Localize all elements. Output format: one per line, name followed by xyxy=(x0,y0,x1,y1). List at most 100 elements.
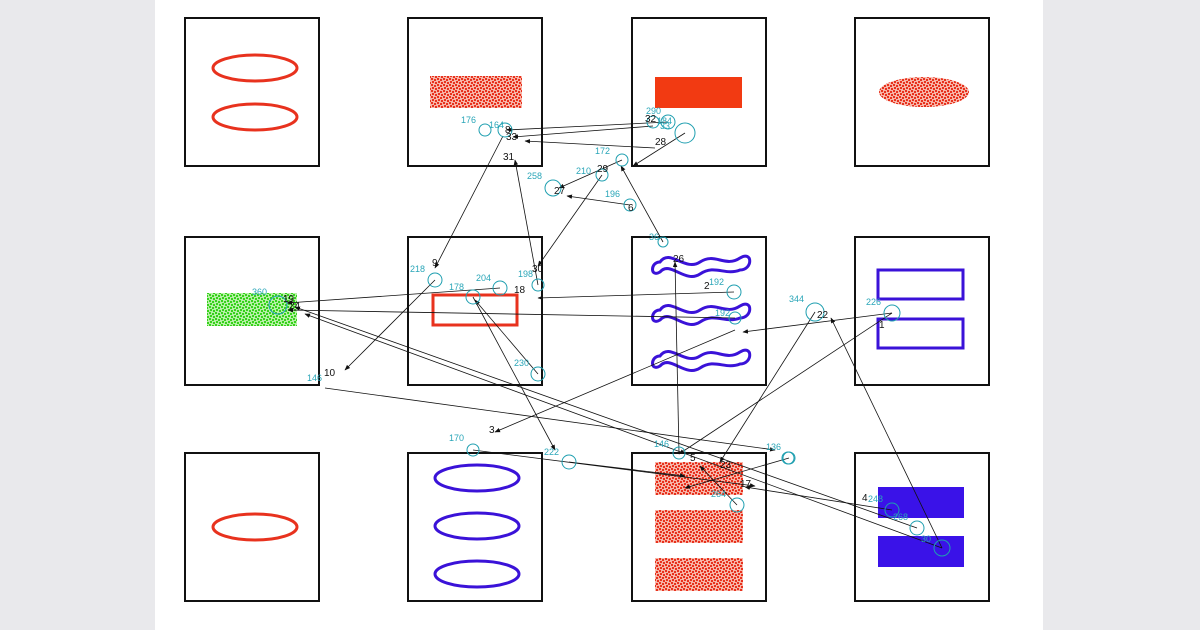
fixation-circle xyxy=(531,278,545,292)
saccade-arrow xyxy=(719,311,816,463)
red-rectangle-outline xyxy=(431,293,519,327)
red-textured-rectangle xyxy=(655,558,743,591)
blue-ellipse-outline xyxy=(433,559,521,589)
saccade-arrow xyxy=(472,449,756,488)
fixation-circle xyxy=(883,304,901,322)
fixation-duration-label: 170 xyxy=(449,433,464,443)
card-r1c1 xyxy=(184,17,320,167)
red-textured-rectangle xyxy=(655,510,743,543)
saccade-arrow xyxy=(344,279,436,371)
saccade-arrow xyxy=(537,291,735,301)
card-r3c1 xyxy=(184,452,320,602)
card-r2c3 xyxy=(631,236,767,386)
saccade-arrow xyxy=(537,174,603,267)
blue-wave-outline xyxy=(651,348,752,372)
blue-wave-outline xyxy=(651,302,752,326)
fixation-duration-label: 184 xyxy=(657,116,672,126)
fixation-duration-label: 146 xyxy=(307,373,322,383)
fixation-duration-label: 176 xyxy=(461,115,476,125)
sequence-number: 2 xyxy=(704,281,710,292)
card-r2c4 xyxy=(854,236,990,386)
sequence-number: 18 xyxy=(514,285,526,296)
fixation-duration-label: 222 xyxy=(544,447,559,457)
fixation-circle xyxy=(561,454,577,470)
fixation-circle xyxy=(615,153,629,167)
fixation-circle xyxy=(728,311,742,325)
fixation-circle xyxy=(660,114,676,130)
sequence-number: 31 xyxy=(503,152,515,163)
fixation-circle xyxy=(726,284,742,300)
fixation-circle xyxy=(781,451,795,465)
saccade-arrow xyxy=(744,485,893,511)
fixation-circle xyxy=(466,443,480,457)
saccade-arrow xyxy=(324,387,776,452)
fixation-circle xyxy=(623,198,637,212)
fixation-duration-label: 33 xyxy=(660,121,670,131)
fixation-duration-label: 192 xyxy=(709,277,724,287)
sequence-number: 23 xyxy=(720,460,732,471)
fixation-circle xyxy=(657,236,669,248)
card-r2c1 xyxy=(184,236,320,386)
saccade-arrow xyxy=(699,465,738,506)
saccade-arrow xyxy=(294,306,918,529)
fixation-circle xyxy=(427,272,443,288)
fixation-duration-label: 204 xyxy=(476,273,491,283)
fixation-duration-label: 290 xyxy=(646,106,661,116)
sequence-number: 32 xyxy=(645,114,657,125)
fixation-circle xyxy=(674,122,696,144)
saccade-arrow xyxy=(472,296,556,451)
saccade-arrow xyxy=(434,135,504,269)
blue-ellipse-outline xyxy=(433,463,521,493)
fixation-duration-label: 230 xyxy=(514,358,529,368)
saccade-arrows xyxy=(286,121,943,549)
fixation-duration-label: 146 xyxy=(654,439,669,449)
sequence-number: 30 xyxy=(532,264,544,275)
saccade-arrow xyxy=(566,194,631,206)
fixation-circle xyxy=(805,302,825,322)
fixation-duration-label: 36 xyxy=(649,232,659,242)
fixation-duration-label: 164 xyxy=(489,120,504,130)
red-ellipse-outline xyxy=(211,102,299,132)
fixation-circle xyxy=(478,123,492,137)
saccade-arrow xyxy=(568,461,686,478)
fixation-duration-label: 258 xyxy=(527,171,542,181)
saccade-arrow xyxy=(620,165,664,243)
fixation-duration-label: 178 xyxy=(449,282,464,292)
fixation-circle xyxy=(465,289,481,305)
saccade-arrow xyxy=(672,261,680,454)
fixation-duration-label: 172 xyxy=(595,146,610,156)
blue-rectangle-outline xyxy=(876,268,965,301)
red-ellipse-outline xyxy=(211,53,299,83)
saccade-arrow xyxy=(474,299,539,375)
fixation-duration-label: 264 xyxy=(711,489,726,499)
fixation-circle xyxy=(672,446,686,460)
sequence-number: 19 xyxy=(283,294,295,305)
fixation-circle xyxy=(544,179,562,197)
sequence-number: 5 xyxy=(690,453,696,464)
fixation-circle xyxy=(492,280,508,296)
fixation-circle xyxy=(729,497,745,513)
sequence-number: 8 xyxy=(505,125,511,136)
fixation-duration-label: 218 xyxy=(410,264,425,274)
fixation-circle xyxy=(884,502,900,518)
saccade-arrow xyxy=(678,312,893,455)
blue-ellipse-outline xyxy=(433,511,521,541)
saccade-arrow xyxy=(506,121,669,132)
fixation-duration-label: 268 xyxy=(893,512,908,522)
fixation-circle xyxy=(530,366,546,382)
card-r3c3 xyxy=(631,452,767,602)
blue-solid-rectangle xyxy=(878,487,964,518)
fixation-circle xyxy=(595,168,609,182)
sequence-number: 3 xyxy=(489,425,495,436)
fixation-duration-label: 192 xyxy=(715,308,730,318)
card-r3c4 xyxy=(854,452,990,602)
card-r3c2 xyxy=(407,452,543,602)
blue-rectangle-outline xyxy=(876,317,965,350)
sequence-number: 27 xyxy=(554,186,566,197)
saccade-arrow xyxy=(286,287,501,305)
sequence-number: 6 xyxy=(628,203,634,214)
red-solid-rectangle xyxy=(655,77,742,108)
